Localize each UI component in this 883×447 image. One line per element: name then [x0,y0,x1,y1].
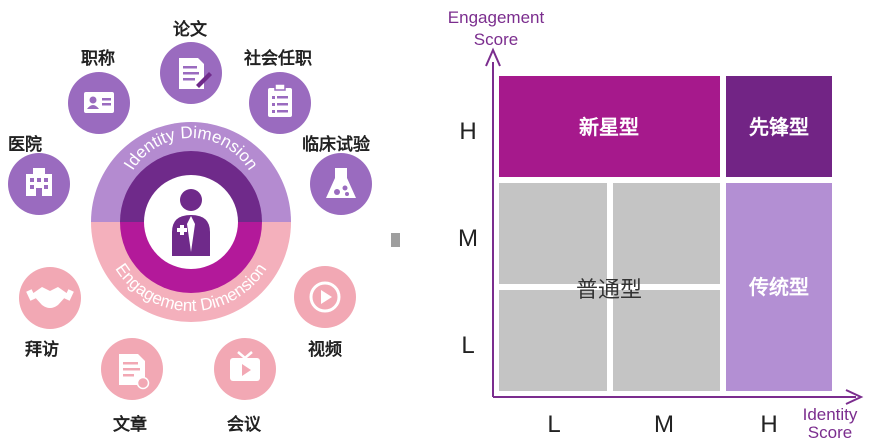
label-article: 文章 [113,414,147,435]
identity-item-paper: 论文 [160,19,222,104]
label-pioneer: 先锋型 [749,115,809,139]
article-icon [119,354,150,390]
x-axis-title-line2: Score [808,423,852,442]
y-tick-l: L [461,332,474,359]
label-meeting: 会议 [227,414,262,435]
identity-item-clinical-trial: 临床试验 [302,134,372,215]
label-clinical-trial: 临床试验 [302,134,371,155]
label-ordinary: 普通型 [576,278,642,303]
engagement-item-meeting: 会议 [214,338,276,435]
tv-icon [230,351,260,381]
cell-ordinary-3 [499,290,607,391]
handshake-icon [26,287,74,308]
engagement-item-article: 文章 [101,338,163,435]
doctor-icon [172,189,210,256]
identity-item-hospital: 医院 [8,134,70,215]
y-tick-h: H [459,118,476,145]
y-axis-title-line2: Score [474,30,518,49]
clipboard-icon [268,83,292,117]
label-traditional: 传统型 [748,275,809,299]
x-tick-l: L [547,411,560,438]
x-axis-arrowhead [845,389,864,405]
label-social-position: 社会任职 [243,48,312,69]
cell-ordinary-4 [613,290,720,391]
identity-item-social-position: 社会任职 [243,48,312,134]
label-title: 职称 [81,48,115,69]
cell-rising-star [499,76,720,177]
engagement-item-visit: 拜访 [19,267,81,360]
x-axis-title-line1: Identity [803,405,858,424]
cell-ordinary-2 [613,183,720,284]
engagement-item-video: 视频 [294,266,356,360]
cell-ordinary-1 [499,183,607,284]
label-video: 视频 [308,339,342,360]
identity-item-title: 职称 [68,48,130,134]
x-tick-m: M [654,411,674,438]
cell-traditional [726,183,832,391]
y-axis-arrowhead [485,47,501,67]
play-icon [309,281,341,313]
id-card-icon [84,92,114,113]
y-axis-title-line1: Engagement [448,8,545,27]
x-tick-h: H [760,411,777,438]
dimension-wheel: Identity Dimension Engagement Dimension … [8,19,400,435]
cell-pioneer [726,76,832,177]
label-rising-star: 新星型 [579,115,639,139]
y-tick-m: M [458,225,478,252]
label-hospital: 医院 [8,134,42,155]
paper-icon [179,58,212,89]
right-arrow-icon [391,233,400,247]
hospital-icon [26,168,52,196]
label-visit: 拜访 [25,339,59,360]
label-paper: 论文 [173,19,208,40]
flask-icon [326,168,356,198]
